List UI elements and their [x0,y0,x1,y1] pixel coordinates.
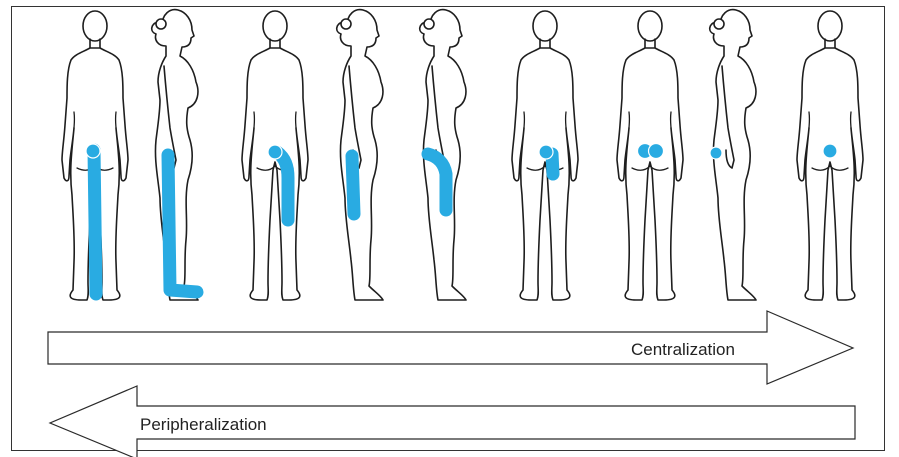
pain-area-9 [823,144,837,158]
pain-area-7b [649,144,664,159]
figure-8 [710,10,756,300]
figure-3 [242,11,308,300]
figure-2 [152,10,198,300]
figure-4 [337,10,383,300]
pain-area-1 [94,150,96,294]
pain-area-4 [352,156,354,214]
pain-area-6b [539,145,553,159]
pain-area-1b [86,144,100,158]
peripheralization-label: Peripheralization [140,415,267,434]
figure-9 [797,11,863,300]
pain-area-6 [552,154,553,174]
pain-area-3b [268,145,282,159]
figure-7 [617,11,683,300]
pain-area-8 [710,147,722,159]
figure-6 [512,11,578,300]
figure-5 [420,10,466,300]
centralization-label: Centralization [631,340,735,359]
figure-1 [62,11,128,300]
